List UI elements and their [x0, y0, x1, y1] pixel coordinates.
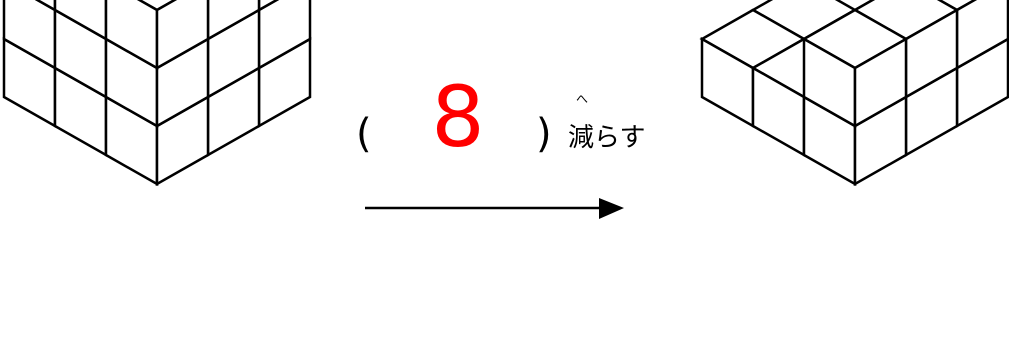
right-arrow-icon	[365, 198, 624, 219]
left-full-cube	[2, 0, 312, 187]
cube-face-front-left	[34, 0, 57, 13]
right-cut-cube	[699, 0, 1009, 187]
answer-value: 8	[431, 68, 484, 166]
open-paren: (	[356, 111, 372, 157]
close-paren: )	[536, 111, 552, 157]
cube-face-front-right	[206, 0, 261, 42]
ruby-reading: へ	[576, 92, 588, 106]
cube-face-front-left	[53, 0, 108, 42]
cube-face-front-right	[155, 0, 210, 71]
removal-question: ( 8 ) 減らす へ	[356, 68, 645, 166]
removal-verb: 減らす	[568, 123, 645, 153]
cube-face-front-right	[853, 36, 908, 129]
cube-face-front-right	[257, 0, 280, 13]
